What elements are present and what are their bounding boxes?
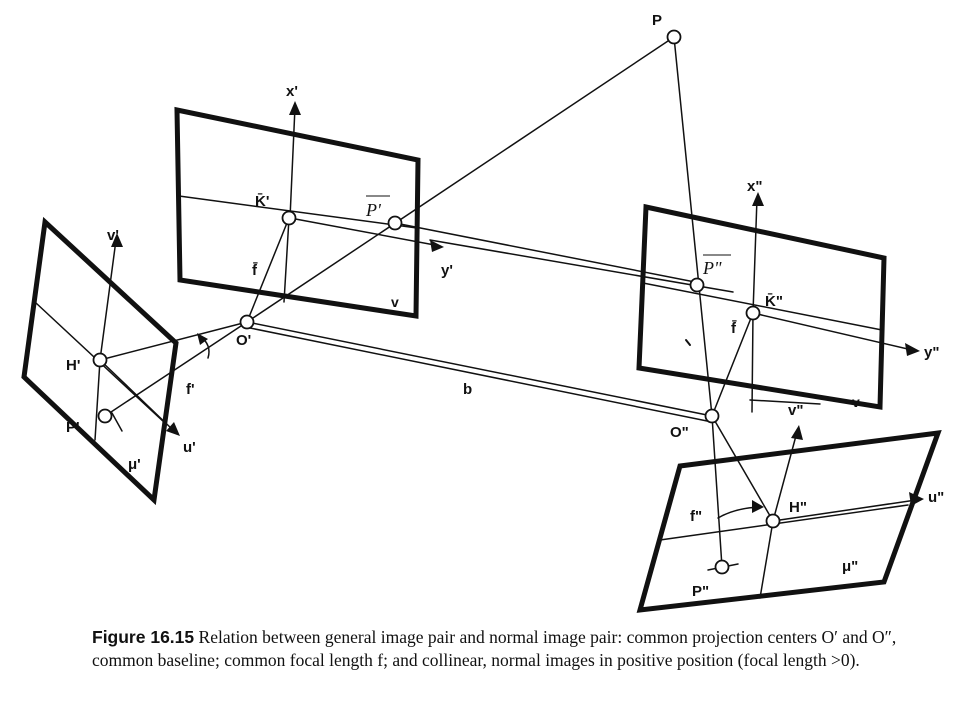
stereo-geometry-diagram: P x' K̄' P' f̄ y' v O' v' H' P' μ' u' f'… <box>21 12 944 613</box>
label-H1: H' <box>66 357 80 374</box>
left-normal-image-midline-h <box>178 195 418 229</box>
left-tilted-image-frame <box>21 216 179 506</box>
label-P1: P' <box>66 419 80 436</box>
label-H2: H" <box>789 499 807 516</box>
point-O2 <box>704 408 720 424</box>
label-Pbar1: P' <box>365 200 382 220</box>
right-normal-image-midline-h <box>642 282 883 331</box>
label-Pbar2: P" <box>702 258 722 278</box>
x1-axis <box>289 106 296 219</box>
label-v-right: v <box>852 394 860 410</box>
label-P2: P" <box>692 583 709 600</box>
label-f2: f" <box>690 508 702 525</box>
label-u1: u' <box>183 439 196 456</box>
label-mu2: μ" <box>842 558 858 575</box>
label-x2: x" <box>747 178 762 195</box>
point-Pbar2 <box>689 277 705 293</box>
baseline-b <box>246 321 713 417</box>
label-v1: v' <box>107 227 119 244</box>
label-u2: u" <box>928 489 944 506</box>
point-P <box>666 29 682 45</box>
label-mu1: μ' <box>128 456 141 473</box>
label-x1: x' <box>286 83 298 100</box>
label-f1: f' <box>186 381 195 398</box>
label-K1: K̄' <box>255 192 269 210</box>
right-tilted-image-frame <box>636 430 942 613</box>
right-normal-image-frame <box>636 203 887 410</box>
y1-axis <box>289 217 441 247</box>
point-Pbar1 <box>387 215 403 231</box>
label-O2: O" <box>670 424 689 441</box>
v1-axis <box>99 239 117 361</box>
point-K2 <box>745 305 761 321</box>
figure-number: Figure 16.15 <box>92 627 195 647</box>
point-H1 <box>92 352 108 368</box>
label-O1: O' <box>236 332 251 349</box>
label-fbar1: f̄ <box>252 261 258 279</box>
y2-axis <box>752 312 913 351</box>
right-tilted-image-midline-h <box>659 504 909 541</box>
point-O1 <box>239 314 255 330</box>
point-P1 <box>97 408 113 424</box>
u2-axis <box>772 499 917 522</box>
ray-P-to-O2 <box>673 36 713 417</box>
label-K2: K̄" <box>765 292 783 310</box>
label-v-left: v <box>391 294 399 310</box>
label-y2: y" <box>924 344 939 361</box>
point-K1 <box>281 210 297 226</box>
label-v2: v" <box>788 402 803 419</box>
label-P: P <box>652 12 662 29</box>
ray-O1-to-P <box>246 36 675 323</box>
label-fbar2: f̄ <box>731 319 737 337</box>
label-y1: y' <box>441 262 453 279</box>
x2-axis <box>752 197 758 314</box>
left-normal-image-frame <box>174 106 421 319</box>
caption-text: Relation between general image pair and … <box>92 627 897 670</box>
label-b: b <box>463 381 472 398</box>
point-P2 <box>714 559 730 575</box>
figure-caption: Figure 16.15 Relation between general im… <box>92 626 932 672</box>
v2-axis <box>772 431 798 522</box>
point-H2 <box>765 513 781 529</box>
